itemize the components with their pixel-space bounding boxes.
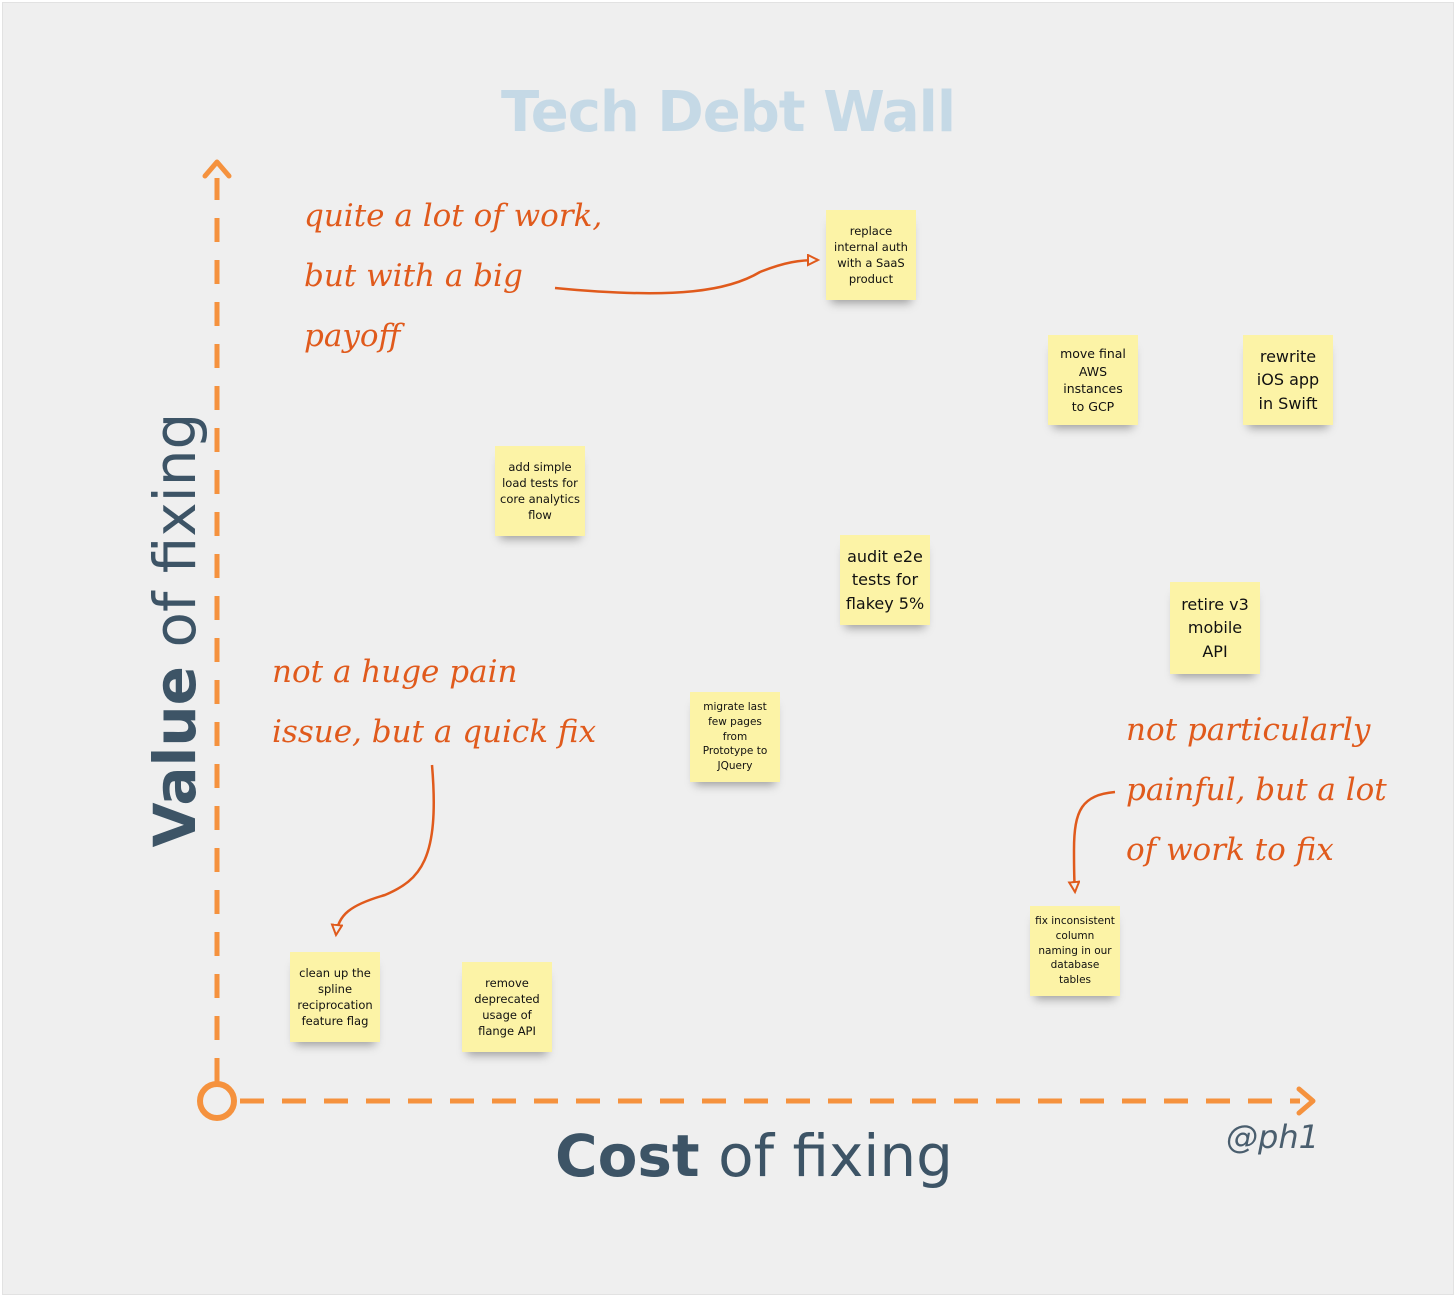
diagram-title: Tech Debt Wall bbox=[500, 80, 956, 145]
y-axis-arrowhead bbox=[202, 159, 232, 179]
annotation-arrow-left bbox=[336, 764, 436, 935]
annotation-arrow-top bbox=[554, 260, 818, 295]
x-axis-arrowhead bbox=[1296, 1086, 1316, 1116]
author-handle: @ph1 bbox=[1226, 1118, 1319, 1156]
y-axis-label: Value of fixing bbox=[141, 412, 209, 848]
annotation-arrow-right bbox=[1074, 790, 1116, 892]
x-axis-label: Cost of fixing bbox=[555, 1122, 953, 1190]
origin-circle bbox=[197, 1081, 237, 1121]
